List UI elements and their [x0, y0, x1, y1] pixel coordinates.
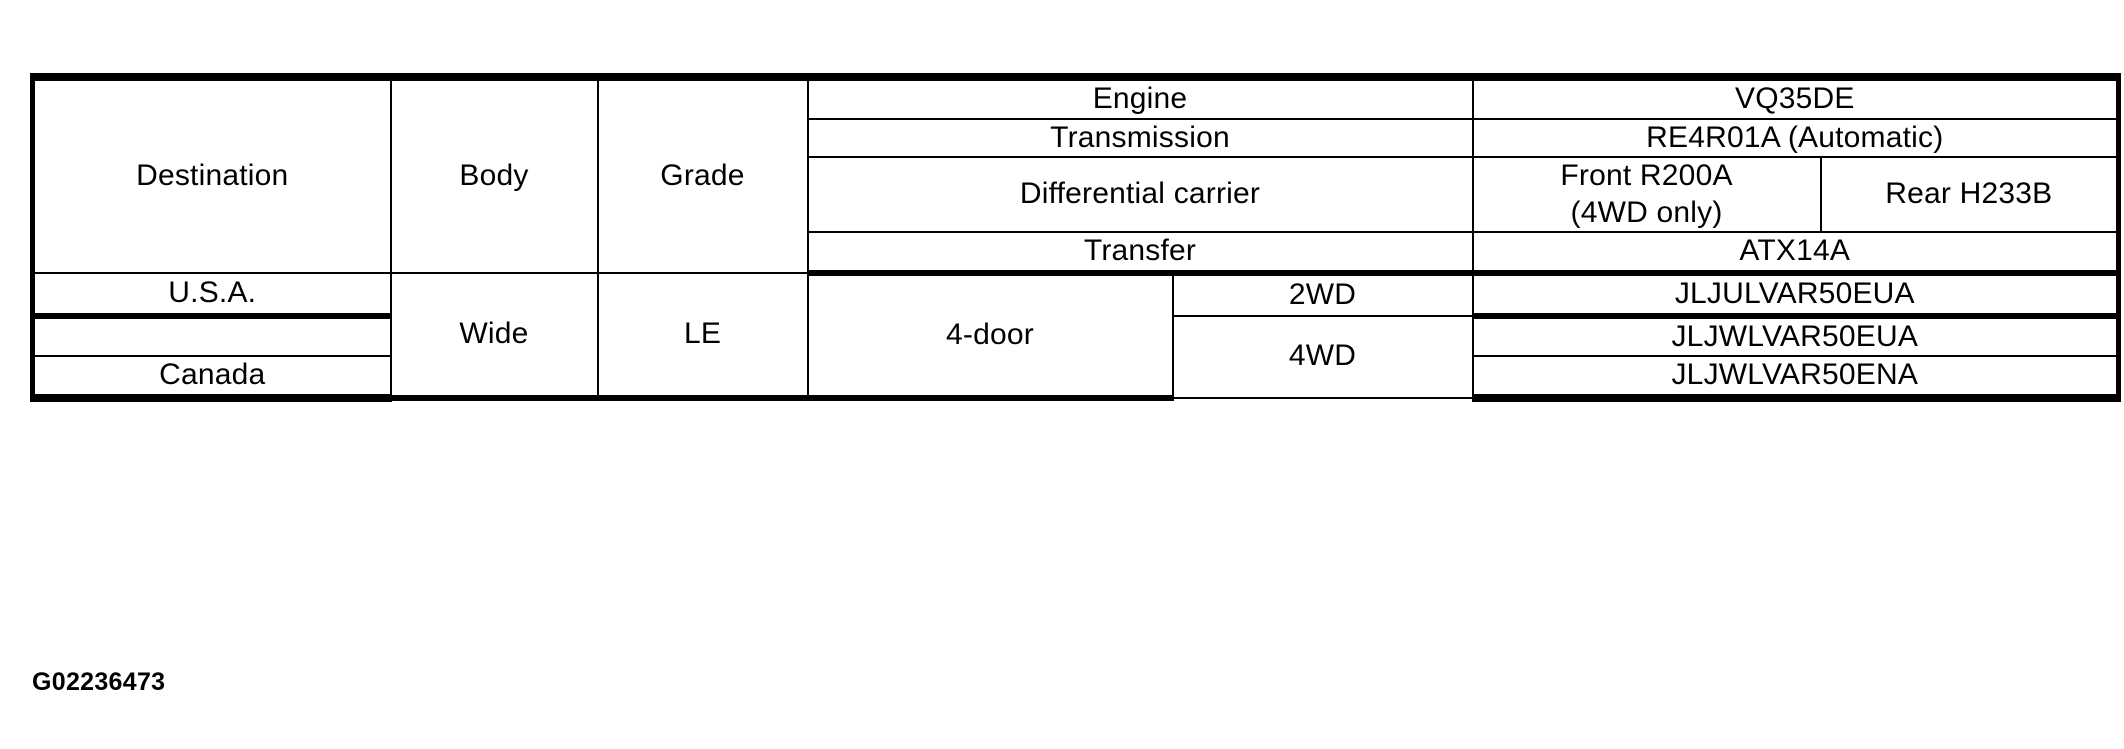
data-cell-body: Wide	[389, 271, 599, 401]
spec-label-engine: Engine	[806, 73, 1474, 120]
spec-value-engine: VQ35DE	[1471, 73, 2122, 120]
vehicle-specification-table: Destination Body Grade Engine VQ35DE Tra…	[30, 73, 2122, 402]
data-cell-doors: 4-door	[806, 271, 1174, 401]
data-cell-drive-2wd: 2WD	[1171, 271, 1474, 317]
data-cell-model-code-3: JLJWLVAR50ENA	[1471, 355, 2122, 402]
table-row-usa-4wd: 4WD JLJWLVAR50EUA	[30, 314, 2122, 399]
spec-label-transmission: Transmission	[806, 117, 1474, 159]
data-cell-grade: LE	[596, 271, 809, 401]
spec-value-transmission: RE4R01A (Automatic)	[1471, 117, 2122, 159]
header-cell-destination: Destination	[30, 73, 392, 274]
data-cell-destination-canada: Canada	[30, 355, 392, 402]
header-cell-body: Body	[389, 73, 599, 274]
figure-caption: G02236473	[32, 668, 166, 696]
table-row-transmission: Transmission RE4R01A (Automatic)	[33, 117, 2122, 159]
data-cell-destination-usa: U.S.A.	[30, 271, 392, 319]
data-cell-destination-spacer	[30, 314, 392, 357]
spec-value-differential-rear: Rear H233B	[1819, 156, 2122, 234]
data-cell-model-code-2: JLJWLVAR50EUA	[1471, 314, 2122, 358]
table-row-differential-carrier: Differential carrier Front R200A (4WD on…	[33, 156, 2122, 234]
table-row-transfer: Transfer ATX14A	[33, 231, 2122, 276]
spec-label-transfer: Transfer	[806, 231, 1474, 276]
table-row-usa-2wd: U.S.A. Wide LE 4-door 2WD JLJULVAR50EUA	[30, 271, 2122, 401]
table-row-canada-4wd: Canada JLJWLVAR50ENA	[30, 355, 2122, 402]
spec-value-transfer: ATX14A	[1471, 231, 2122, 276]
header-cell-grade: Grade	[596, 73, 809, 274]
spec-label-differential-carrier: Differential carrier	[806, 156, 1474, 234]
table-row-engine: Destination Body Grade Engine VQ35DE	[30, 73, 2122, 274]
spec-value-differential-front: Front R200A (4WD only)	[1471, 156, 1822, 234]
data-cell-model-code-1: JLJULVAR50EUA	[1471, 271, 2122, 319]
data-cell-drive-4wd: 4WD	[1171, 314, 1474, 399]
